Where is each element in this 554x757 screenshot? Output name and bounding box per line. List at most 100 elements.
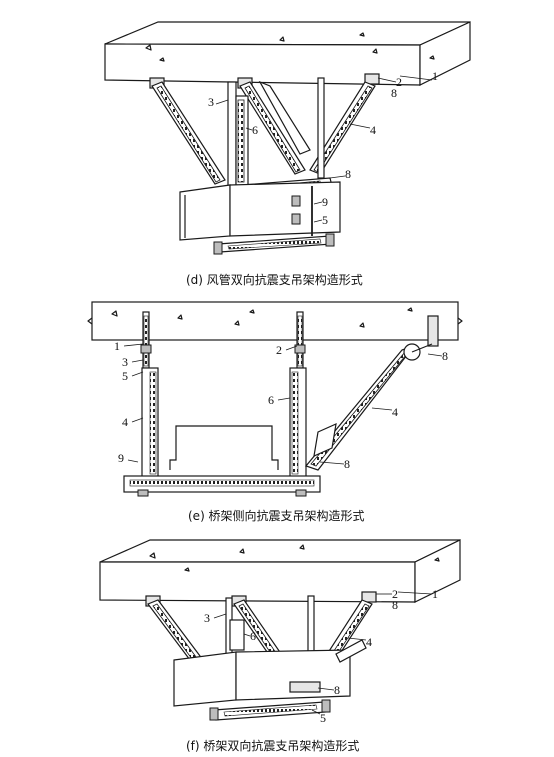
leader-e-8a	[427, 353, 443, 357]
brace-d-inner	[258, 80, 311, 155]
label-d-8b: 8	[345, 167, 351, 181]
label-f-5: 5	[320, 711, 326, 725]
duct-d-front-end	[179, 184, 231, 241]
label-d-3: 3	[208, 95, 214, 109]
label-f-6: 6	[250, 629, 256, 643]
cable-tray-e	[169, 425, 279, 470]
label-e-2: 2	[276, 343, 282, 357]
channel-e-left-holes	[149, 371, 157, 475]
label-d-8a: 8	[391, 86, 397, 100]
slab-side-d	[419, 21, 471, 86]
leader-d-4	[349, 123, 371, 129]
brace-d-left-holes	[156, 85, 221, 183]
brace-d-center-left-holes	[244, 85, 301, 173]
nut-d-right	[325, 233, 335, 247]
aggregate-marks-f	[149, 544, 440, 572]
label-d-9: 9	[322, 195, 328, 209]
caption-d: (d) 风管双向抗震支吊架构造形式	[186, 272, 363, 287]
crossbar-d-bottom-holes	[227, 238, 322, 250]
leader-f-8b	[317, 687, 335, 691]
nut-e-left	[140, 344, 152, 354]
tray-f-side-support	[335, 639, 367, 663]
label-d-2: 2	[396, 75, 402, 89]
leader-d-8b	[329, 175, 346, 179]
label-d-1: 1	[432, 69, 438, 83]
rod-e-center-thread	[297, 315, 303, 367]
crossbar-e-holes	[129, 479, 315, 487]
bolt-e-right	[295, 489, 307, 497]
panel-f: 1 2 8 3 6 4 8 5 (f) 桥架双向抗震支吊架构造形式	[99, 539, 461, 753]
leader-e-3	[131, 359, 144, 363]
crossbar-f-holes	[223, 704, 318, 717]
duct-d-body	[229, 181, 341, 237]
leader-f-1	[397, 591, 433, 595]
leader-d-3	[215, 99, 229, 105]
leader-e-9	[127, 459, 139, 463]
leader-e-2	[285, 345, 298, 351]
label-e-8a: 8	[442, 349, 448, 363]
label-e-1: 1	[114, 339, 120, 353]
label-f-1: 1	[432, 587, 438, 601]
aggregate-marks-e	[111, 307, 413, 328]
label-f-8b: 8	[334, 683, 340, 697]
label-f-3: 3	[204, 611, 210, 625]
leader-e-8b	[319, 461, 345, 465]
label-f-4: 4	[366, 635, 372, 649]
leader-f-4	[347, 637, 367, 641]
label-e-4a: 4	[122, 415, 128, 429]
joint-f	[289, 681, 321, 693]
duct-d-clamp-2	[291, 213, 301, 225]
slab-e-break	[87, 317, 463, 325]
label-d-5: 5	[322, 213, 328, 227]
hanger-d-right	[317, 77, 325, 179]
leader-e-5	[131, 371, 144, 377]
leader-e-4b	[371, 407, 393, 411]
caption-f: (f) 桥架双向抗震支吊架构造形式	[186, 738, 359, 753]
label-d-6: 6	[252, 123, 258, 137]
leader-e-1	[123, 343, 144, 347]
leader-d-2	[377, 77, 397, 83]
caption-e: (e) 桥架侧向抗震支吊架构造形式	[188, 508, 365, 523]
channel-d-left-holes	[237, 99, 245, 183]
nut-f-left	[209, 707, 219, 721]
brace-e-link	[411, 343, 433, 353]
nut-d-left	[213, 241, 223, 255]
slab-side-f	[414, 539, 461, 603]
slab-top-f	[99, 539, 461, 563]
leader-f-6	[243, 633, 251, 637]
anchor-e-right	[427, 315, 439, 347]
leader-f-3	[213, 613, 227, 619]
channel-e-center-holes	[291, 371, 299, 475]
label-e-6: 6	[268, 393, 274, 407]
anchor-d-3	[364, 73, 380, 85]
hanger-d-left	[227, 81, 237, 187]
label-e-9: 9	[118, 451, 124, 465]
duct-d-clamp-1	[291, 195, 301, 207]
leader-f-5	[311, 709, 321, 715]
leader-d-1	[399, 75, 433, 81]
channel-f-left	[229, 619, 245, 651]
leader-e-4a	[131, 417, 144, 423]
label-e-3: 3	[122, 355, 128, 369]
brace-e-bracket	[313, 422, 337, 458]
label-f-2: 2	[392, 587, 398, 601]
leader-e-6	[277, 397, 291, 401]
panel-d: 1 2 8 3 6 4 8 9 5 (d) 风管双向抗震支吊架构造形式	[104, 21, 471, 287]
tray-f-end	[173, 651, 237, 707]
slab-e	[91, 301, 459, 341]
leader-d-6	[245, 127, 253, 131]
label-e-4b: 4	[392, 405, 398, 419]
label-f-8a: 8	[392, 598, 398, 612]
leader-d-9	[313, 201, 323, 205]
slab-top-d	[104, 21, 471, 46]
nut-e-center	[294, 344, 306, 354]
tray-f-body	[235, 649, 351, 701]
leader-d-5	[313, 219, 323, 223]
rod-e-left-thread	[143, 315, 149, 367]
label-d-4: 4	[370, 123, 376, 137]
bolt-e-left	[137, 489, 149, 497]
anchor-f-3	[361, 591, 377, 603]
label-e-5: 5	[122, 369, 128, 383]
